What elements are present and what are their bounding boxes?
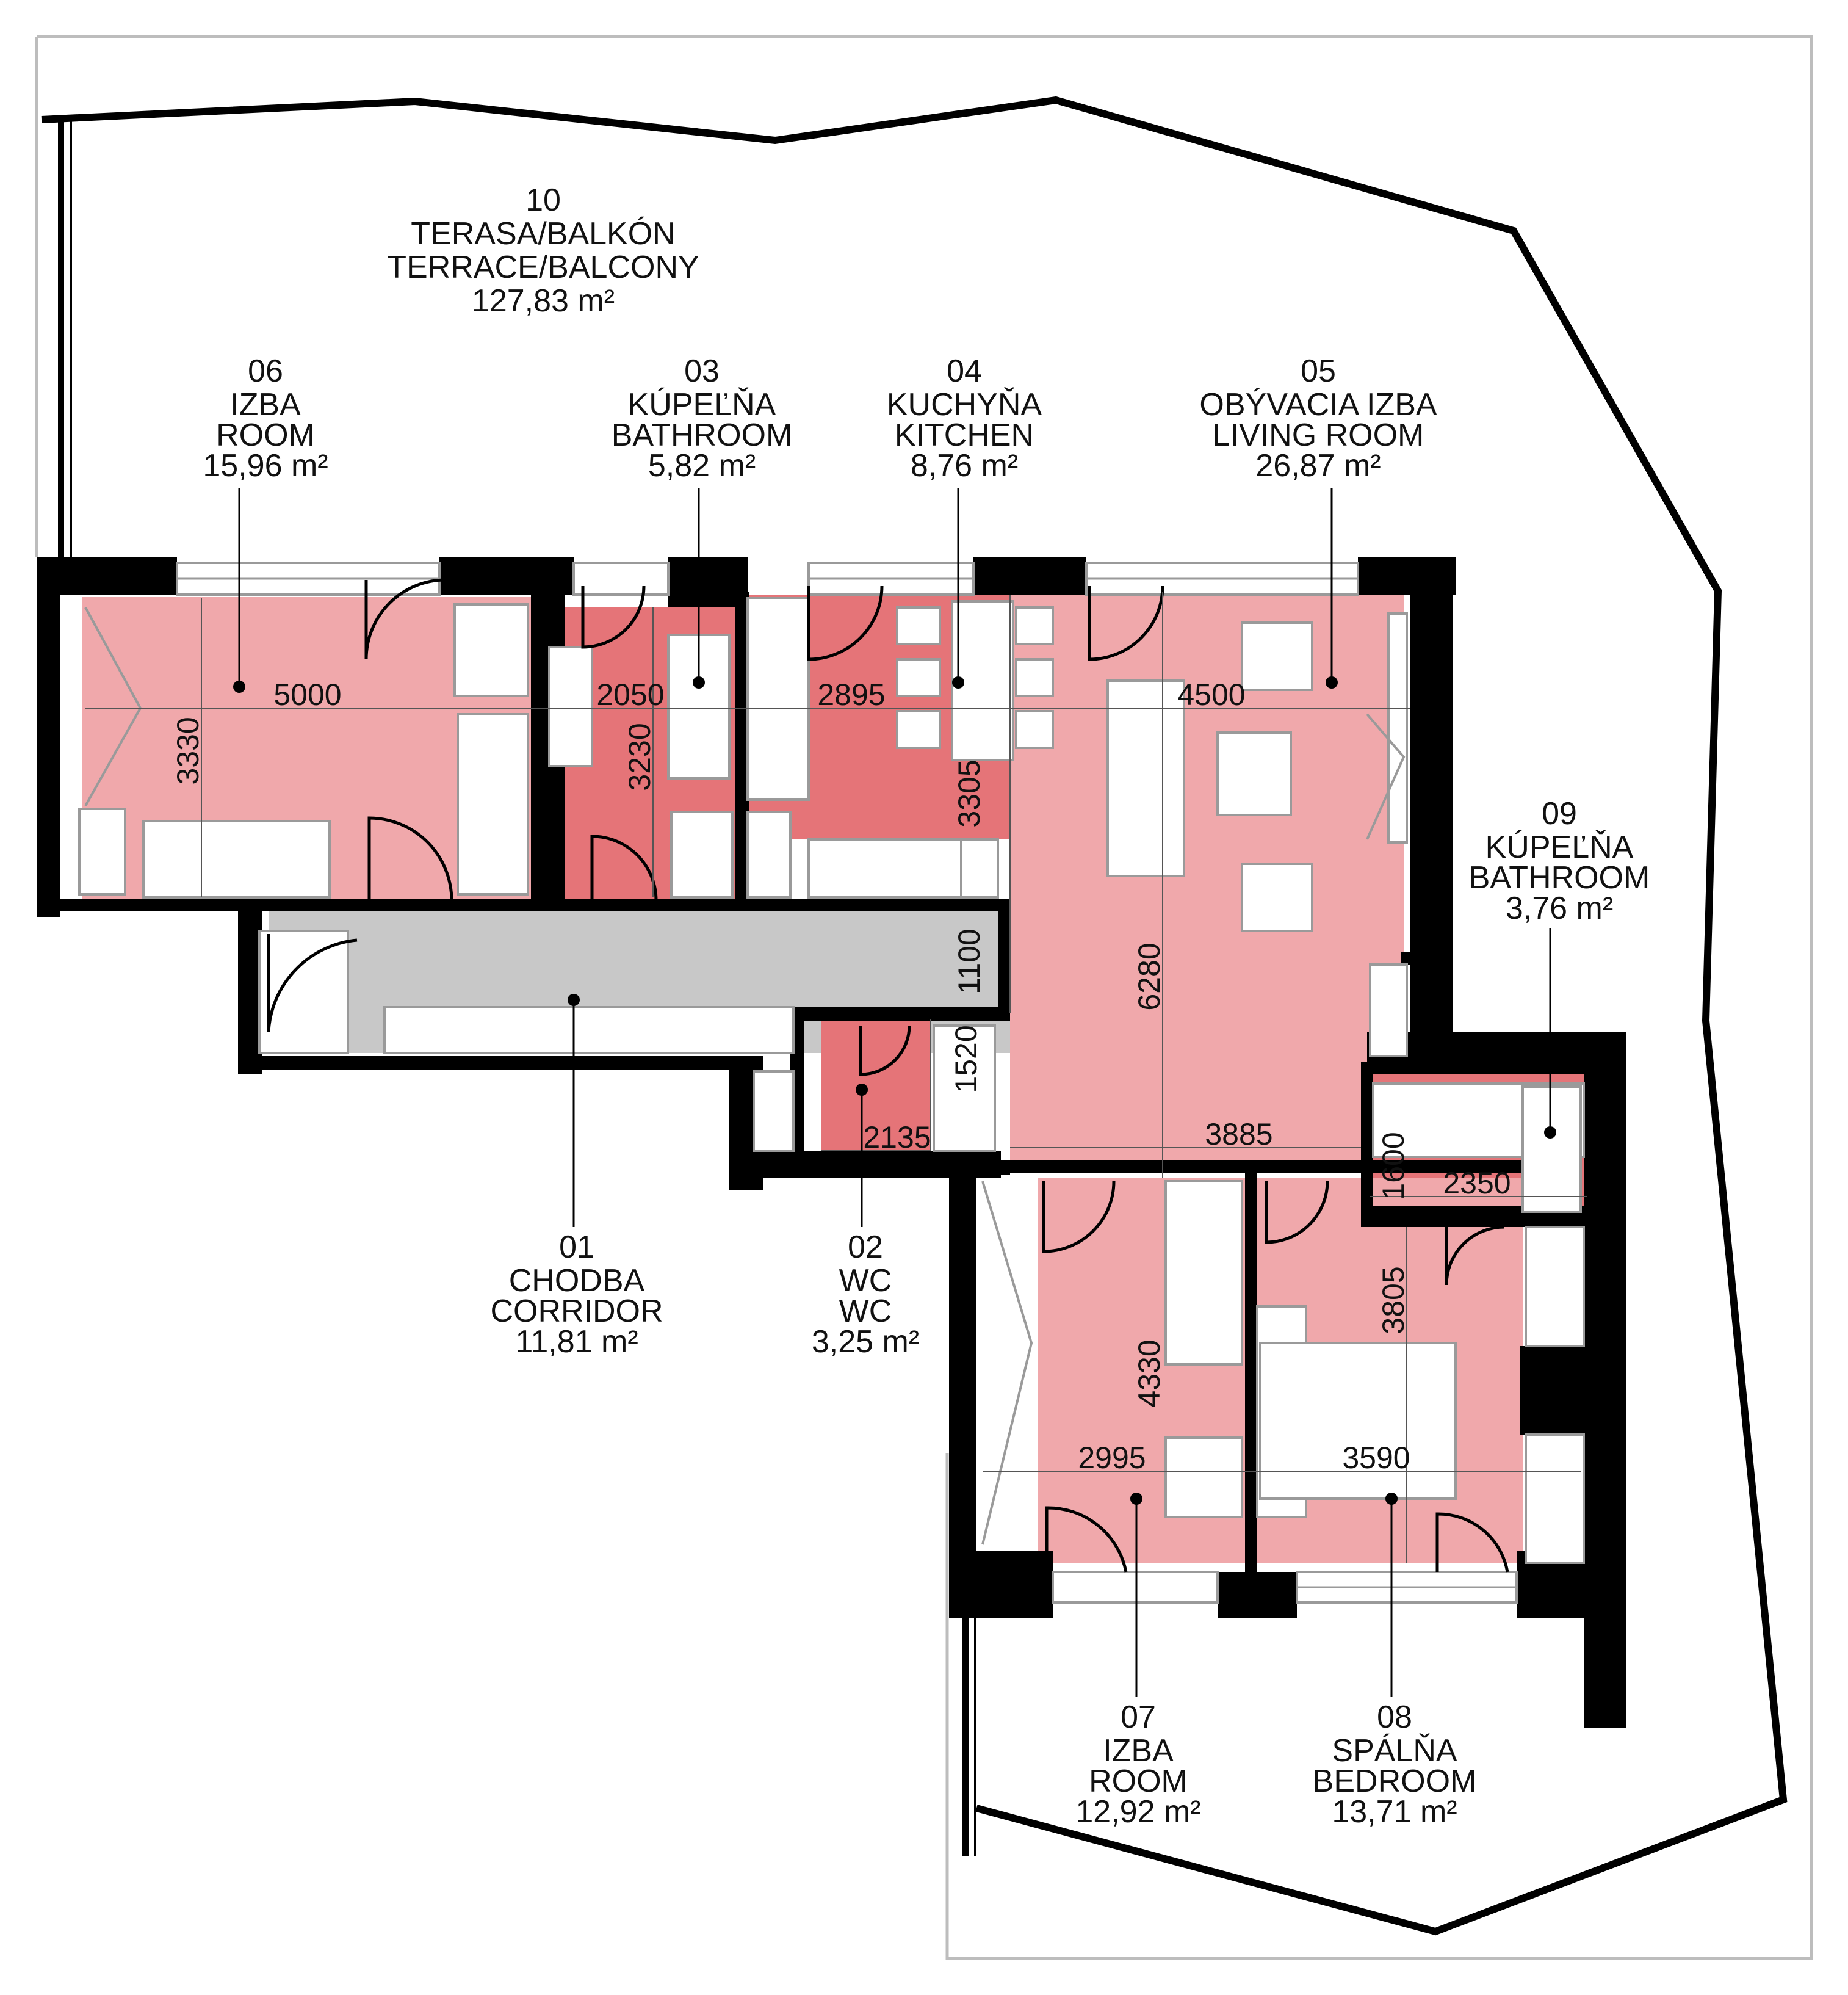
room-01-name-sk: CHODBA (509, 1263, 645, 1298)
room-label-02: 02 WC WC 3,25 m² (812, 1229, 919, 1360)
room-label-06: 06 IZBA ROOM 15,96 m² (203, 353, 328, 483)
room-06-name-sk: IZBA (230, 387, 301, 422)
room-10-number: 10 (525, 183, 561, 218)
room-09-name-en: BATHROOM (1469, 860, 1650, 896)
room-08-name-en: BEDROOM (1313, 1764, 1477, 1799)
room-10-area: 127,83 m² (472, 283, 615, 319)
dim-room03-width: 2050 (596, 678, 664, 712)
room-label-05: 05 OBÝVACIA IZBA LIVING ROOM 26,87 m² (1199, 353, 1437, 483)
room-06-number: 06 (248, 353, 283, 389)
room-label-09: 09 KÚPEĽŇA BATHROOM 3,76 m² (1469, 796, 1650, 926)
dim-room05-width: 4500 (1177, 678, 1245, 712)
room-05-area: 26,87 m² (1255, 448, 1381, 483)
room-08-number: 08 (1377, 1700, 1412, 1735)
sheet-frame (37, 35, 1813, 1960)
room-09-name-sk: KÚPEĽŇA (1485, 830, 1634, 865)
dim-corridor-height: 1100 (952, 929, 986, 994)
room-04-number: 04 (947, 353, 982, 389)
room-04-area: 8,76 m² (911, 448, 1018, 483)
room-label-01: 01 CHODBA CORRIDOR 11,81 m² (490, 1229, 663, 1360)
room-03-area: 5,82 m² (648, 448, 756, 483)
room-04-name-en: KITCHEN (895, 418, 1034, 453)
railing-bottom (962, 1612, 976, 1856)
room-02-name-sk: WC (839, 1263, 892, 1298)
room-08-name-sk: SPÁLŇA (1332, 1733, 1457, 1769)
room-09-number: 09 (1542, 796, 1577, 831)
room-09-area: 3,76 m² (1506, 891, 1613, 926)
dimension-lines (85, 592, 1587, 1563)
room-label-08: 08 SPÁLŇA BEDROOM 13,71 m² (1313, 1700, 1477, 1830)
windows (176, 562, 1518, 1604)
dim-room03-height: 3230 (623, 723, 657, 791)
dim-bath09-height: 1600 (1376, 1132, 1410, 1200)
dim-room08-height: 3805 (1376, 1266, 1410, 1334)
room-07-name-sk: IZBA (1103, 1733, 1174, 1769)
walls (37, 557, 1626, 1728)
room-label-07: 07 IZBA ROOM 12,92 m² (1075, 1700, 1200, 1830)
terrace-outline (41, 96, 1788, 1936)
room-10-name-sk: TERASA/BALKÓN (411, 216, 675, 252)
room-01-name-en: CORRIDOR (490, 1294, 663, 1329)
room-04-name-sk: KUCHYŇA (887, 387, 1042, 422)
room-06-area: 15,96 m² (203, 448, 328, 483)
room-label-03: 03 KÚPEĽŇA BATHROOM 5,82 m² (612, 353, 793, 483)
room-10-name-en: TERRACE/BALCONY (387, 250, 699, 285)
dim-wc-width: 2135 (863, 1120, 931, 1154)
dim-room07-height: 4330 (1132, 1339, 1166, 1407)
room-07-area: 12,92 m² (1075, 1794, 1200, 1830)
room-01-number: 01 (559, 1229, 594, 1265)
dim-room08-width: 3590 (1342, 1441, 1410, 1475)
room-02-floor (821, 1019, 931, 1154)
dim-room06-height: 3330 (171, 717, 205, 784)
room-03-number: 03 (684, 353, 720, 389)
room-07-number: 07 (1121, 1700, 1156, 1735)
room-05-floor (1010, 595, 1404, 1163)
dim-room05-width2: 3885 (1205, 1117, 1272, 1151)
dim-room06-width: 5000 (273, 678, 341, 712)
room-03-name-en: BATHROOM (612, 418, 793, 453)
room-label-10: 10 TERASA/BALKÓN TERRACE/BALCONY 127,83 … (387, 183, 699, 319)
room-08-area: 13,71 m² (1332, 1794, 1457, 1830)
dim-bath09-width: 2350 (1443, 1166, 1511, 1200)
doors (267, 578, 1509, 1573)
dim-room04-width: 2895 (817, 678, 885, 712)
room-07-name-en: ROOM (1089, 1764, 1188, 1799)
room-label-04: 04 KUCHYŇA KITCHEN 8,76 m² (887, 353, 1042, 483)
room-02-area: 3,25 m² (812, 1324, 919, 1360)
dim-wc-height: 1520 (949, 1025, 983, 1093)
terrace-outline-inner (41, 106, 1777, 1797)
room-05-number: 05 (1301, 353, 1336, 389)
dim-room05-height: 6280 (1132, 943, 1166, 1010)
room-02-name-en: WC (839, 1294, 892, 1329)
room-06-name-en: ROOM (216, 418, 315, 453)
leaders (233, 488, 1556, 1697)
dim-room07-width: 2995 (1078, 1441, 1146, 1475)
railing-left (58, 120, 72, 562)
room-05-name-sk: OBÝVACIA IZBA (1199, 387, 1437, 422)
room-02-number: 02 (848, 1229, 883, 1265)
room-03-name-sk: KÚPEĽŇA (628, 387, 776, 422)
furniture (78, 597, 1585, 1564)
room-05-name-en: LIVING ROOM (1213, 418, 1424, 453)
dim-room04-height: 3305 (952, 759, 986, 827)
dimension-labels: 5000 3330 2050 3230 2895 3305 4500 6280 … (171, 678, 1511, 1475)
room-01-area: 11,81 m² (515, 1324, 638, 1360)
